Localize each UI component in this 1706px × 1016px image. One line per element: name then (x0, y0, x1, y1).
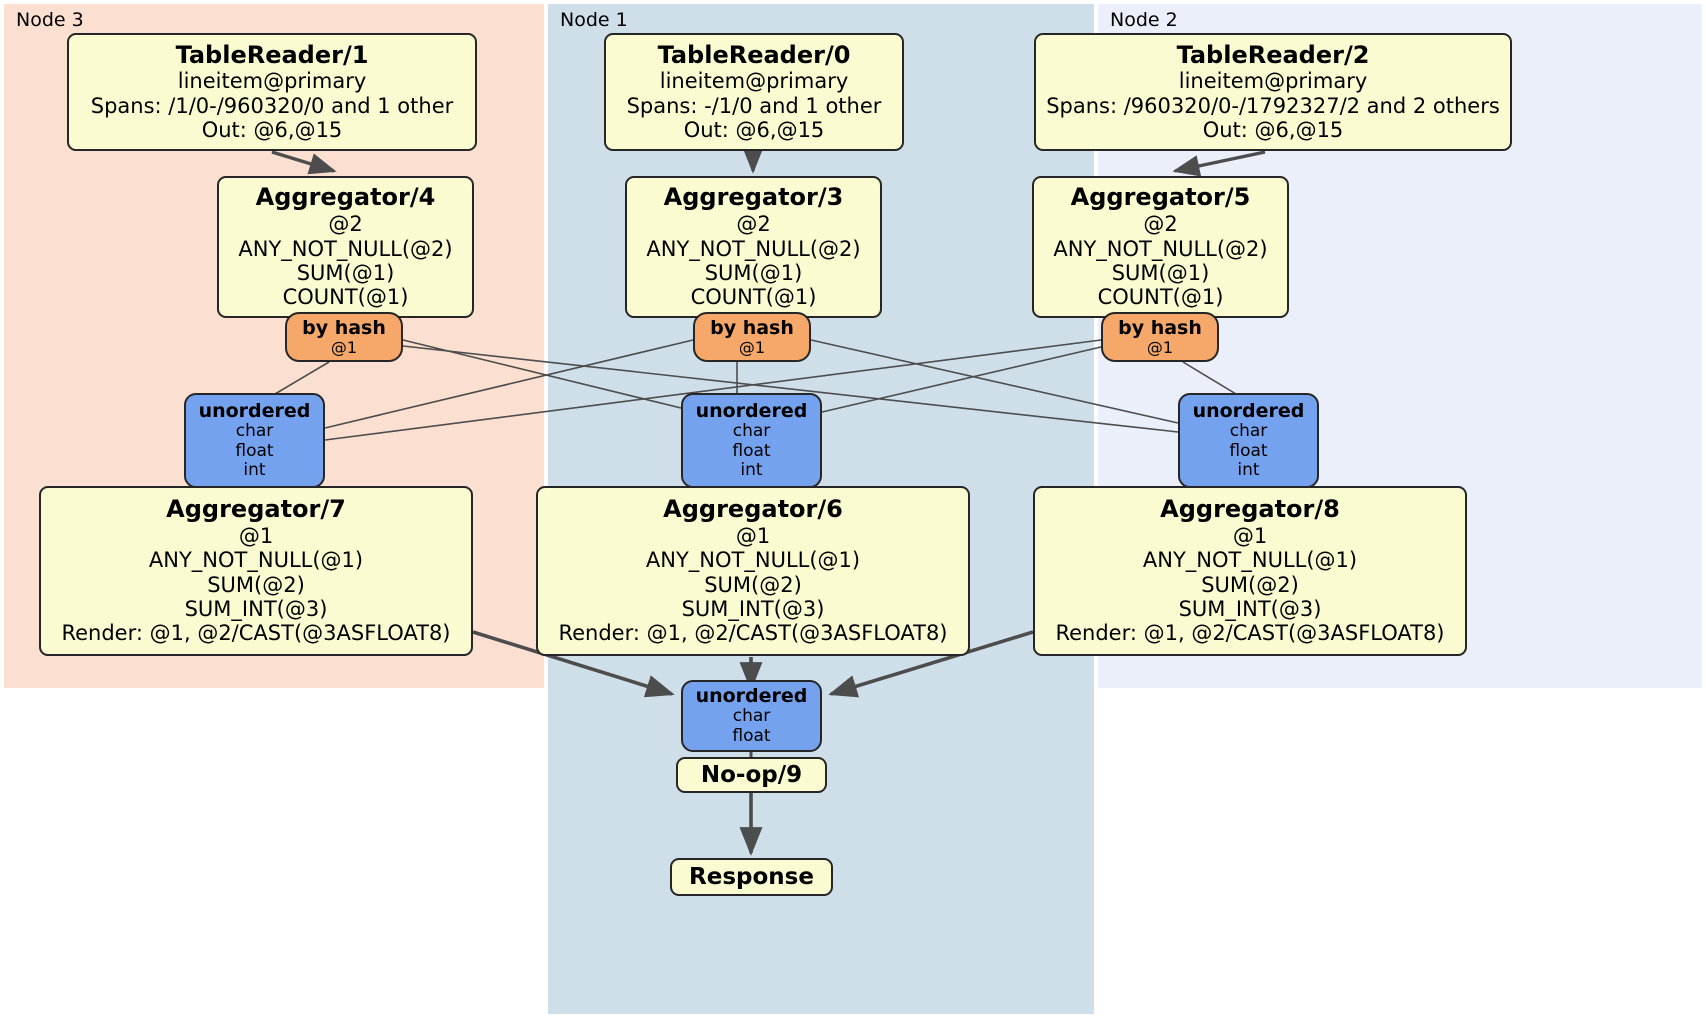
node-line: ANY_NOT_NULL(@2) (1053, 236, 1268, 261)
node-line: SUM(@2) (704, 572, 802, 597)
node-title: Aggregator/8 (1160, 495, 1340, 524)
node-response[interactable]: Response (670, 858, 833, 896)
node-line: @2 (328, 212, 363, 237)
router-by-hash-5[interactable]: by hash @1 (1101, 312, 1219, 362)
node-aggregator-8[interactable]: Aggregator/8 @1 ANY_NOT_NULL(@1) SUM(@2)… (1033, 486, 1467, 656)
node-line: lineitem@primary (659, 69, 849, 94)
synchronizer-unordered-7[interactable]: unordered char float int (184, 393, 325, 488)
node-title: Aggregator/3 (663, 183, 844, 212)
node-line: @2 (1143, 212, 1178, 237)
synchronizer-line: float (1229, 440, 1268, 461)
node-line: @1 (238, 524, 274, 549)
node-line: SUM_INT(@3) (681, 597, 825, 622)
node-line: Render: @1, @2/CAST(@3ASFLOAT8) (1055, 621, 1445, 646)
node-line: COUNT(@1) (282, 285, 409, 310)
node-title: Aggregator/7 (166, 495, 346, 524)
node-line: @2 (736, 212, 771, 237)
node-title: Response (689, 863, 814, 890)
node-line: Out: @6,@15 (201, 118, 343, 143)
node-line: SUM(@2) (207, 572, 305, 597)
synchronizer-line: float (732, 440, 771, 461)
synchronizer-line: int (740, 460, 763, 481)
synchronizer-unordered-8[interactable]: unordered char float int (1178, 393, 1319, 488)
synchronizer-line: float (235, 440, 274, 461)
node-line: Out: @6,@15 (683, 118, 825, 143)
node-line: COUNT(@1) (1097, 285, 1224, 310)
node-line: ANY_NOT_NULL(@1) (148, 548, 364, 573)
node-line: Spans: -/1/0 and 1 other (626, 93, 882, 118)
node-aggregator-3[interactable]: Aggregator/3 @2 ANY_NOT_NULL(@2) SUM(@1)… (625, 176, 882, 318)
node-aggregator-4[interactable]: Aggregator/4 @2 ANY_NOT_NULL(@2) SUM(@1)… (217, 176, 474, 318)
node-title: Aggregator/6 (663, 495, 843, 524)
cluster-label-node-2: Node 2 (1110, 9, 1178, 31)
cluster-label-node-1: Node 1 (560, 9, 628, 31)
node-tablereader-2[interactable]: TableReader/2 lineitem@primary Spans: /9… (1034, 33, 1512, 151)
node-line: Spans: /960320/0-/1792327/2 and 2 others (1046, 93, 1500, 118)
router-line: @1 (1146, 337, 1174, 357)
synchronizer-title: unordered (198, 399, 311, 422)
node-line: Render: @1, @2/CAST(@3ASFLOAT8) (558, 621, 948, 646)
synchronizer-line: char (235, 420, 274, 441)
node-line: lineitem@primary (1178, 69, 1368, 94)
router-line: @1 (330, 337, 358, 357)
node-aggregator-6[interactable]: Aggregator/6 @1 ANY_NOT_NULL(@1) SUM(@2)… (536, 486, 970, 656)
node-line: SUM(@2) (1201, 572, 1299, 597)
node-line: SUM(@1) (704, 260, 803, 285)
router-title: by hash (1118, 316, 1202, 339)
node-line: ANY_NOT_NULL(@1) (645, 548, 861, 573)
node-line: SUM_INT(@3) (184, 597, 328, 622)
node-aggregator-7[interactable]: Aggregator/7 @1 ANY_NOT_NULL(@1) SUM(@2)… (39, 486, 473, 656)
synchronizer-unordered-9[interactable]: unordered char float (681, 680, 822, 752)
node-title: TableReader/1 (175, 40, 369, 69)
router-by-hash-4[interactable]: by hash @1 (285, 312, 403, 362)
node-title: TableReader/2 (1176, 40, 1370, 69)
node-title: Aggregator/4 (255, 183, 436, 212)
node-line: Render: @1, @2/CAST(@3ASFLOAT8) (61, 621, 451, 646)
node-line: ANY_NOT_NULL(@1) (1142, 548, 1358, 573)
node-title: TableReader/0 (657, 40, 851, 69)
node-tablereader-1[interactable]: TableReader/1 lineitem@primary Spans: /1… (67, 33, 477, 151)
router-by-hash-3[interactable]: by hash @1 (693, 312, 811, 362)
node-line: ANY_NOT_NULL(@2) (646, 236, 861, 261)
node-line: @1 (1232, 524, 1268, 549)
node-tablereader-0[interactable]: TableReader/0 lineitem@primary Spans: -/… (604, 33, 904, 151)
synchronizer-line: int (1237, 460, 1260, 481)
synchronizer-title: unordered (695, 399, 808, 422)
synchronizer-line: char (732, 706, 771, 727)
node-line: lineitem@primary (177, 69, 367, 94)
cluster-label-node-3: Node 3 (16, 9, 84, 31)
node-no-op-9[interactable]: No-op/9 (676, 757, 827, 793)
router-title: by hash (710, 316, 794, 339)
node-line: SUM(@1) (1111, 260, 1210, 285)
synchronizer-unordered-6[interactable]: unordered char float int (681, 393, 822, 488)
synchronizer-line: int (243, 460, 266, 481)
node-line: Spans: /1/0-/960320/0 and 1 other (90, 93, 454, 118)
synchronizer-title: unordered (695, 685, 808, 708)
node-line: Out: @6,@15 (1202, 118, 1344, 143)
node-title: No-op/9 (700, 761, 803, 788)
node-aggregator-5[interactable]: Aggregator/5 @2 ANY_NOT_NULL(@2) SUM(@1)… (1032, 176, 1289, 318)
node-line: SUM_INT(@3) (1178, 597, 1322, 622)
node-line: COUNT(@1) (690, 285, 817, 310)
synchronizer-title: unordered (1192, 399, 1305, 422)
synchronizer-line: char (732, 420, 771, 441)
router-title: by hash (302, 316, 386, 339)
node-line: ANY_NOT_NULL(@2) (238, 236, 453, 261)
synchronizer-line: float (732, 726, 771, 747)
router-line: @1 (738, 337, 766, 357)
synchronizer-line: char (1229, 420, 1268, 441)
node-line: SUM(@1) (296, 260, 395, 285)
node-title: Aggregator/5 (1070, 183, 1251, 212)
node-line: @1 (735, 524, 771, 549)
